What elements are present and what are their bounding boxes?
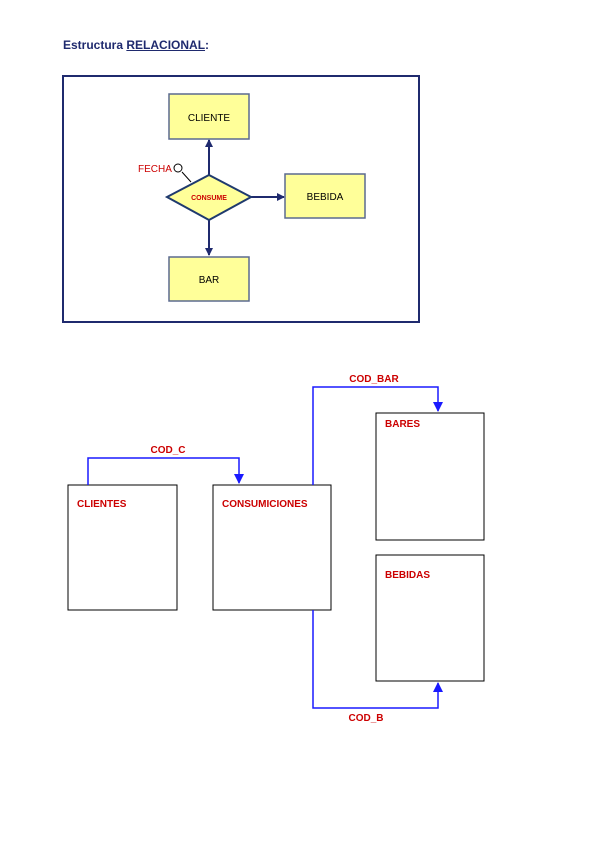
relationship-consume-label: CONSUME — [191, 195, 227, 202]
table-clientes-label: CLIENTES — [77, 499, 127, 510]
key-cod-bar-label: COD_BAR — [349, 374, 399, 385]
connector-cod-bar — [312, 386, 443, 485]
entity-cliente: CLIENTE — [168, 93, 250, 140]
entity-bebida-label: BEBIDA — [307, 192, 344, 203]
table-consumiciones-label: CONSUMICIONES — [222, 499, 308, 510]
table-clientes: CLIENTES — [67, 484, 178, 611]
table-bares: BARES — [375, 412, 485, 541]
table-bebidas: BEBIDAS — [375, 554, 485, 682]
attribute-fecha-label: FECHA — [138, 164, 172, 175]
key-cod-c-label: COD_C — [150, 445, 185, 456]
key-cod-b-label: COD_B — [348, 713, 383, 724]
connector-cod-b — [312, 610, 443, 709]
entity-bebida: BEBIDA — [284, 173, 366, 219]
table-bares-label: BARES — [385, 419, 420, 430]
heading-prefix: Estructura — [63, 38, 127, 52]
attribute-dot — [173, 163, 183, 173]
table-consumiciones: CONSUMICIONES — [212, 484, 332, 611]
attribute-link — [181, 171, 192, 183]
heading-keyword: RELACIONAL — [126, 38, 206, 52]
entity-bar: BAR — [168, 256, 250, 302]
entity-bar-label: BAR — [199, 275, 220, 286]
heading-suffix: : — [205, 38, 210, 52]
connector-cod-c — [87, 457, 244, 485]
entity-cliente-label: CLIENTE — [188, 113, 231, 124]
table-bebidas-label: BEBIDAS — [385, 570, 430, 581]
relationship-consume: CONSUME — [164, 173, 254, 222]
page-heading: Estructura RELACIONAL: — [63, 38, 209, 52]
